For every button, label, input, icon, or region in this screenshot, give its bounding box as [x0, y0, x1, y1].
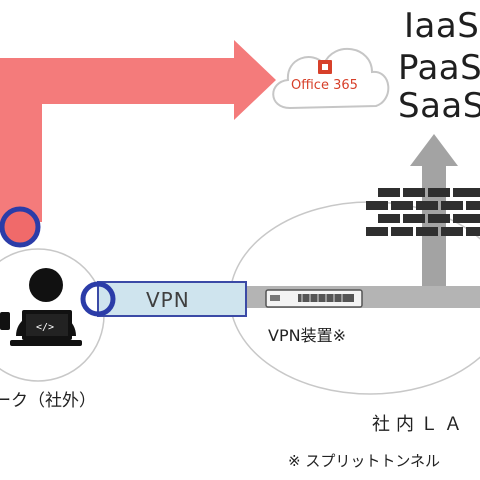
cloud-service-paas: PaaS	[398, 48, 480, 88]
vpn-route-ring	[80, 281, 116, 317]
cloud-service-saas: SaaS	[398, 86, 480, 126]
telework-label: ーク（社外）	[0, 391, 96, 411]
vpn-device-label: VPN装置※	[268, 326, 346, 345]
cloud-service-iaas: IaaS	[404, 6, 480, 46]
vpn-device-icon	[265, 289, 363, 308]
vpn-tunnel-label: VPN	[146, 288, 190, 312]
svg-text:</>: </>	[36, 322, 54, 333]
office-logo-icon	[318, 60, 332, 74]
office365-logo-text: Office 365	[291, 78, 358, 93]
direct-route-ring	[0, 206, 41, 248]
vpn-tunnel	[97, 281, 247, 317]
split-tunnel-footnote: ※ スプリットトンネル	[288, 452, 441, 470]
teleworker-icon: </>	[0, 268, 82, 346]
direct-internet-arrow	[0, 40, 276, 222]
corporate-lan-label: 社内ＬＡ	[372, 414, 468, 435]
firewall-icon	[366, 188, 480, 236]
